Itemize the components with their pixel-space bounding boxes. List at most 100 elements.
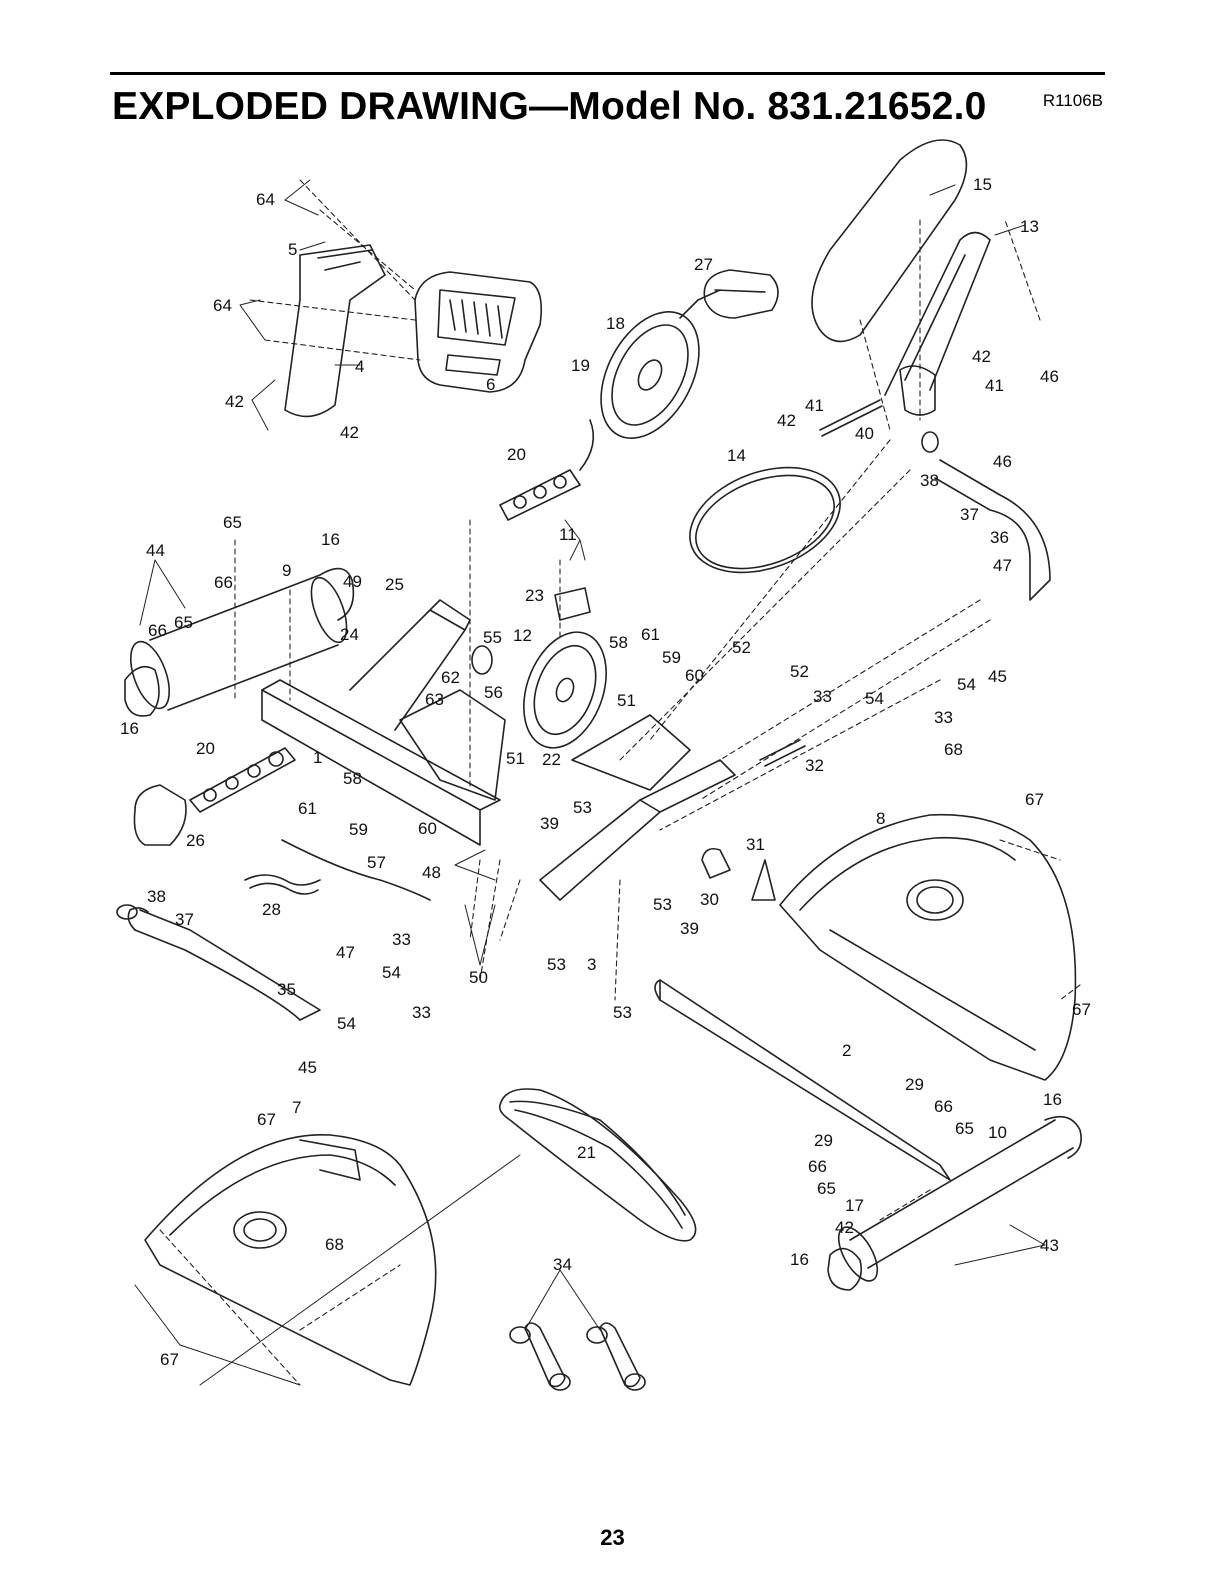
callout-part-4: 4 [355, 357, 364, 376]
callout-part-47: 47 [993, 556, 1012, 575]
callout-part-42: 42 [972, 347, 991, 366]
callout-part-65: 65 [174, 613, 193, 632]
magnet-part-23 [554, 587, 591, 621]
callout-part-15: 15 [973, 175, 992, 194]
callout-part-21: 21 [577, 1143, 596, 1162]
callout-part-30: 30 [700, 890, 719, 909]
callout-part-8: 8 [876, 809, 885, 828]
belt-part-21 [498, 1088, 697, 1242]
callout-part-36: 36 [990, 528, 1009, 547]
console-mast-part-4 [284, 244, 386, 418]
frame-plate [571, 714, 691, 791]
pedal-part-27 [703, 269, 779, 319]
callout-part-5: 5 [288, 240, 297, 259]
callout-part-16: 16 [790, 1250, 809, 1269]
callout-part-9: 9 [282, 561, 291, 580]
seat-back-part-15 [811, 139, 968, 343]
callout-part-7: 7 [292, 1098, 301, 1117]
callout-part-64: 64 [256, 190, 275, 209]
callout-part-68: 68 [325, 1235, 344, 1254]
callout-part-26: 26 [186, 831, 205, 850]
callout-part-16: 16 [321, 530, 340, 549]
callout-part-61: 61 [298, 799, 317, 818]
callout-part-44: 44 [146, 541, 165, 560]
callout-part-65: 65 [223, 513, 242, 532]
callout-part-54: 54 [865, 689, 884, 708]
callout-part-11: 11 [559, 525, 577, 544]
tension-bolt-part-32 [759, 739, 806, 767]
console-part-6 [414, 271, 543, 393]
callout-part-51: 51 [617, 691, 636, 710]
callout-part-66: 66 [934, 1097, 953, 1116]
callout-part-47: 47 [336, 943, 355, 962]
callout-part-42: 42 [340, 423, 359, 442]
callout-part-24: 24 [340, 625, 359, 644]
callout-part-54: 54 [382, 963, 401, 982]
callout-part-17: 17 [845, 1196, 864, 1215]
callout-part-33: 33 [813, 687, 832, 706]
callout-part-39: 39 [540, 814, 559, 833]
callout-part-2: 2 [842, 1041, 851, 1060]
callout-part-58: 58 [609, 633, 628, 652]
callout-part-37: 37 [175, 910, 194, 929]
callout-part-65: 65 [817, 1179, 836, 1198]
page-header: EXPLODED DRAWING—Model No. 831.21652.0 R… [110, 72, 1105, 128]
sensor-cable-part-57 [281, 839, 431, 901]
callout-part-3: 3 [587, 955, 596, 974]
rear-stabilizer-part-10 [827, 1115, 1082, 1291]
callout-part-10: 10 [988, 1123, 1007, 1142]
callout-part-42: 42 [777, 411, 796, 430]
callout-part-50: 50 [469, 968, 488, 987]
callout-part-32: 32 [805, 756, 824, 775]
rear-rail-part-2 [654, 979, 951, 1181]
callout-part-18: 18 [606, 314, 625, 333]
left-pedal-part-26 [133, 784, 187, 846]
callout-part-23: 23 [525, 586, 544, 605]
assembly-lines [159, 179, 1081, 1386]
callout-part-68: 68 [944, 740, 963, 759]
callout-part-41: 41 [985, 376, 1004, 395]
leader-lines [134, 179, 1046, 1386]
callout-part-60: 60 [685, 666, 704, 685]
callout-part-22: 22 [542, 750, 561, 769]
callout-part-38: 38 [920, 471, 939, 490]
callout-part-55: 55 [483, 628, 502, 647]
callout-part-52: 52 [732, 638, 751, 657]
callout-part-62: 62 [441, 668, 460, 687]
callout-part-65: 65 [955, 1119, 974, 1138]
idler-part-55 [471, 645, 493, 675]
callout-part-63: 63 [425, 690, 444, 709]
callout-part-53: 53 [653, 895, 672, 914]
end-cap-part-16 [124, 567, 355, 717]
callout-part-59: 59 [349, 820, 368, 839]
callout-part-14: 14 [727, 446, 746, 465]
callout-part-43: 43 [1040, 1236, 1059, 1255]
callout-part-53: 53 [613, 1003, 632, 1022]
callout-part-45: 45 [988, 667, 1007, 686]
callout-part-39: 39 [680, 919, 699, 938]
main-frame-part-1 [261, 599, 506, 846]
callout-part-38: 38 [147, 887, 166, 906]
callout-part-67: 67 [257, 1110, 276, 1129]
seat-part-14 [689, 466, 841, 574]
bearing-set-part-20 [189, 469, 581, 813]
callout-part-57: 57 [367, 853, 386, 872]
callout-part-59: 59 [662, 648, 681, 667]
callout-part-1: 1 [313, 748, 322, 767]
callout-part-66: 66 [808, 1157, 827, 1176]
callout-part-51: 51 [506, 749, 525, 768]
tension-knob-part-31 [751, 859, 776, 901]
callout-part-61: 61 [641, 625, 660, 644]
wire-harness-part-28 [244, 874, 321, 895]
callout-part-33: 33 [392, 930, 411, 949]
callout-part-16: 16 [120, 719, 139, 738]
left-handlebar-part-35 [116, 904, 321, 1021]
callout-part-66: 66 [148, 621, 167, 640]
callout-part-42: 42 [225, 392, 244, 411]
callout-part-33: 33 [412, 1003, 431, 1022]
callout-part-67: 67 [160, 1350, 179, 1369]
callout-part-35: 35 [277, 980, 296, 999]
callout-part-28: 28 [262, 900, 281, 919]
callout-part-46: 46 [993, 452, 1012, 471]
callout-part-12: 12 [513, 626, 532, 645]
